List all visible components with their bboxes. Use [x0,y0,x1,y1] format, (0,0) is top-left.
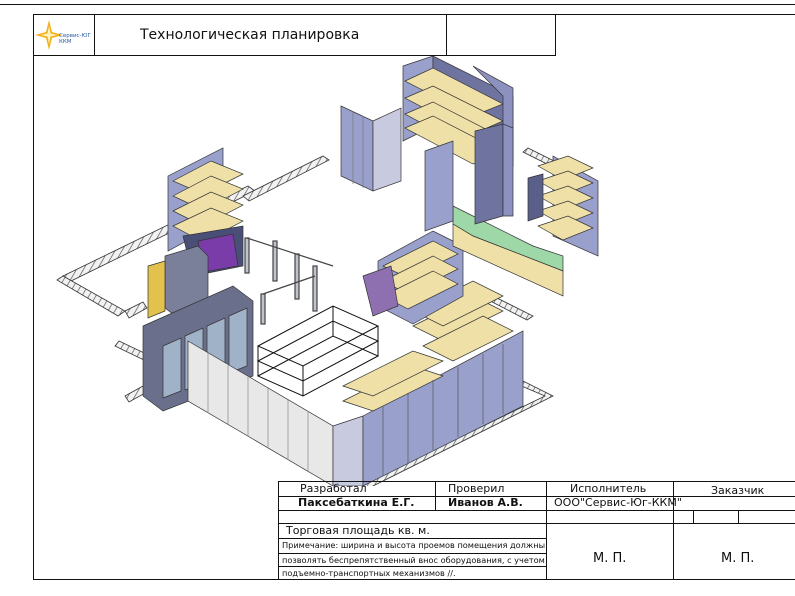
table-rule [546,481,547,580]
table-rule [278,579,795,580]
logo-text-line-1: Сервис-ЮГ [59,33,91,39]
customer-label: Заказчик [711,484,765,497]
table-rule [278,538,546,539]
note-line-3: подъемно-транспортных механизмов //. [282,568,456,578]
wire-rack-island [256,305,380,397]
wall-rack-left [167,147,244,277]
executor-label: Исполнитель [570,482,647,495]
star-logo-icon [35,20,63,50]
wall-rack-right-front [342,280,524,486]
table-rule [738,510,739,523]
isometric-floor-plan [56,56,599,486]
rack-left-center [340,105,402,192]
table-rule [278,481,795,482]
logo-text-line-2: ККМ [59,39,72,45]
area-label: Торговая площадь кв. м. [286,524,430,537]
logo-caption: Сервис-ЮГ ККМ [59,33,91,45]
checked-label: Проверил [448,482,505,495]
title-block-table: Разработал Паксебаткина Е.Г. Проверил Ив… [278,481,795,580]
table-rule [278,481,279,580]
top-border [0,4,795,5]
table-rule [278,566,546,567]
developed-label: Разработал [300,482,367,495]
header-block: Сервис-ЮГ ККМ Технологическая планировка [33,14,556,56]
table-rule [278,523,795,524]
table-rule [435,481,436,510]
table-rule [673,481,674,580]
checked-name: Иванов А.В. [448,496,523,509]
executor-name: ООО"Сервис-Юг-ККМ" [554,496,682,509]
stamp-customer: М. П. [721,551,755,566]
company-logo: Сервис-ЮГ ККМ [33,14,95,56]
table-rule [278,553,546,554]
wall-rack-right [527,155,599,257]
checkout-rails [244,237,334,325]
wall-rack-front [187,340,364,486]
developed-name: Паксебаткина Е.Г. [298,496,415,509]
note-line-2: позволять беспрепятственный внос оборудо… [282,555,545,565]
page-title: Технологическая планировка [95,14,447,56]
table-rule [693,510,694,523]
table-rule [278,496,795,497]
refrigerated-counter [424,123,564,297]
table-rule [278,510,795,511]
shelf-island-center [362,230,464,325]
note-line-1: Примечание: ширина и высота проемов поме… [282,540,546,550]
stamp-executor: М. П. [593,551,627,566]
